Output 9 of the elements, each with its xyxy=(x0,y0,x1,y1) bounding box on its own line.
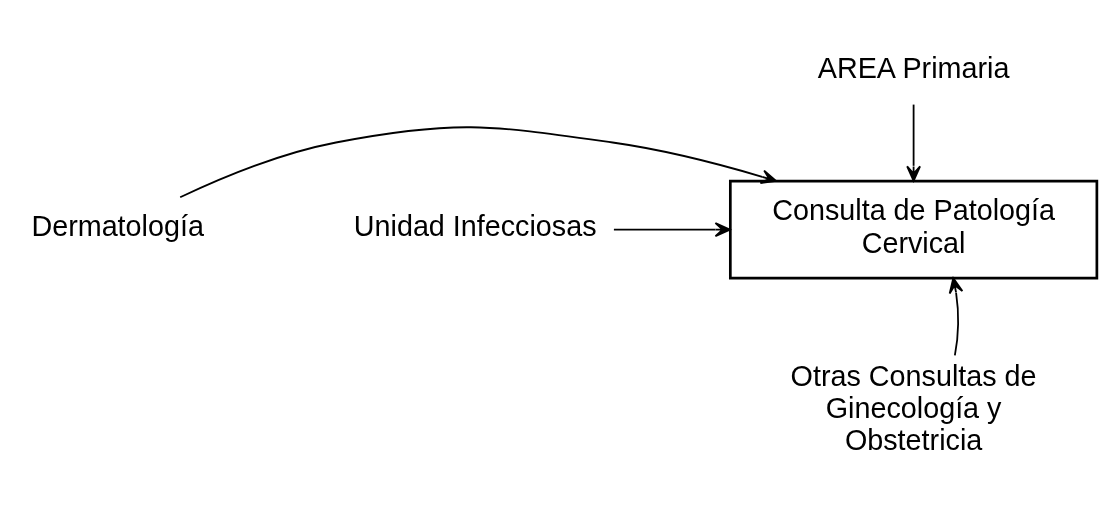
node-box: Consulta de Patología Cervical xyxy=(729,179,1099,280)
arrow xyxy=(613,222,731,237)
node-text: Unidad Infecciosas xyxy=(353,210,597,243)
arrow xyxy=(906,103,921,182)
node-text: Dermatología xyxy=(31,210,204,243)
arrow xyxy=(948,277,964,357)
arrow xyxy=(179,126,777,199)
node-text: Otras Consultas de Ginecología y Obstetricia xyxy=(790,359,1037,457)
node-text: AREA Primaria xyxy=(817,52,1010,85)
